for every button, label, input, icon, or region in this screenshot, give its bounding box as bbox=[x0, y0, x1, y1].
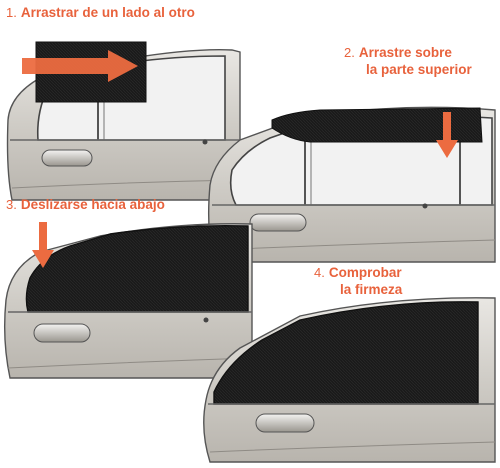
step-1-number: 1. bbox=[6, 5, 17, 20]
arrow-right-icon bbox=[22, 50, 138, 82]
step-3-text: Deslizarse hacia abajo bbox=[20, 197, 165, 212]
car-door-panel-2 bbox=[207, 106, 496, 263]
step-4-label: 4.Comprobar la firmeza bbox=[314, 264, 402, 298]
step-4-text-line2: la firmeza bbox=[340, 282, 403, 297]
car-door-panel-3 bbox=[3, 222, 253, 379]
step-2-label: 2.Arrastre sobre la parte superior bbox=[344, 44, 472, 78]
step-4-text-line1: Comprobar bbox=[328, 265, 402, 280]
step-2-text-line2: la parte superior bbox=[366, 62, 472, 77]
car-door-panel-4 bbox=[203, 297, 496, 463]
arrow-down-icon bbox=[436, 112, 458, 158]
step-1-text: Arrastrar de un lado al otro bbox=[20, 5, 195, 20]
step-2-number: 2. bbox=[344, 45, 355, 60]
step-3-number: 3. bbox=[6, 197, 17, 212]
arrow-down-icon bbox=[32, 222, 54, 268]
step-3-label: 3.Deslizarse hacia abajo bbox=[6, 196, 165, 213]
step-1-label: 1.Arrastrar de un lado al otro bbox=[6, 4, 195, 21]
car-door-panel-1 bbox=[6, 41, 241, 201]
step-4-number: 4. bbox=[314, 265, 325, 280]
step-2-text-line1: Arrastre sobre bbox=[358, 45, 452, 60]
